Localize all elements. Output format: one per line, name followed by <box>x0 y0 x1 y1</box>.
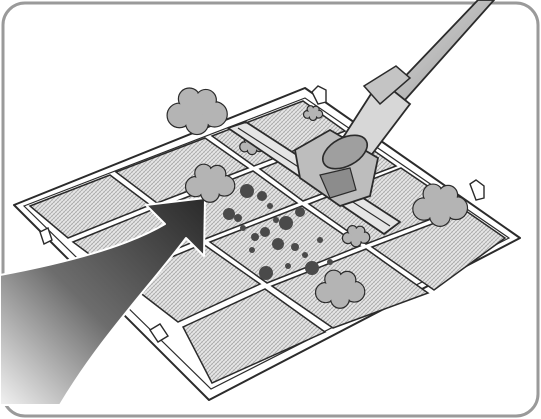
dirt-particle-icon <box>267 203 273 209</box>
dirt-particles <box>223 184 333 280</box>
dirt-particle-icon <box>259 266 273 280</box>
dirt-particle-icon <box>240 225 246 231</box>
dirt-particle-icon <box>295 207 305 217</box>
dust-cloud-icon <box>166 87 228 136</box>
dirt-particle-icon <box>223 208 235 220</box>
dirt-particle-icon <box>273 217 279 223</box>
dirt-particle-icon <box>260 227 270 237</box>
dirt-particle-icon <box>272 238 284 250</box>
dust-cloud-icon <box>314 269 366 309</box>
dirt-particle-icon <box>249 247 255 253</box>
direction-arrow-icon <box>0 197 206 406</box>
dirt-particle-icon <box>285 263 291 269</box>
dirt-particle-icon <box>257 191 267 201</box>
dirt-particle-icon <box>317 237 323 243</box>
dust-cloud-icon <box>341 224 371 248</box>
dust-cloud-icon <box>412 183 469 228</box>
dust-cloud-icon <box>302 105 324 122</box>
dirt-particle-icon <box>234 214 242 222</box>
dust-clouds <box>166 87 469 309</box>
dirt-particle-icon <box>251 233 259 241</box>
dirt-particle-icon <box>302 252 308 258</box>
filter-clip-icon <box>39 85 485 343</box>
dirt-particle-icon <box>279 216 293 230</box>
dirt-particle-icon <box>240 184 254 198</box>
vacuum-nozzle-icon <box>227 121 401 235</box>
dirt-particle-icon <box>291 243 299 251</box>
dust-cloud-icon <box>184 163 236 203</box>
dirt-particle-icon <box>305 261 319 275</box>
dirt-particle-icon <box>327 259 333 265</box>
